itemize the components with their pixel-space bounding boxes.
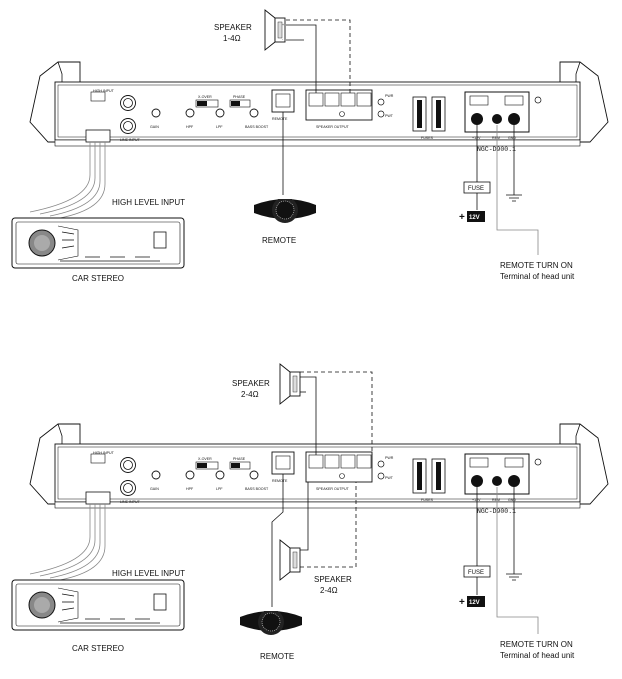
terminal-label: Terminal of head unit [500, 651, 575, 660]
bass-boost-label: BASS BOOST [245, 125, 269, 129]
voltage-label: 12V [469, 215, 480, 221]
remote-label: REMOTE [260, 652, 294, 661]
phase-label: PHASE [233, 95, 246, 99]
ground-icon [506, 573, 522, 581]
fuses-label: FUSES [421, 498, 434, 502]
model-label: NGC-D900.1 [477, 508, 516, 515]
rem-label: REM [492, 136, 500, 140]
speaker-impedance: 1-4Ω [223, 34, 241, 43]
amplifier-panel [29, 423, 609, 509]
remote-port-label: REMOTE [272, 479, 288, 483]
svg-text:-: - [282, 37, 284, 41]
gain-label: GAIN [150, 487, 159, 491]
line-input-label: LINE INPUT [120, 500, 141, 504]
car-stereo [11, 217, 185, 269]
car-stereo-label: CAR STEREO [72, 644, 124, 653]
battery-icon [467, 596, 485, 607]
remote-knob [239, 606, 303, 636]
remote-port-label: REMOTE [272, 117, 288, 121]
plus12v-label: +12V [472, 498, 481, 502]
speaker-2-impedance: 2-4Ω [320, 586, 338, 595]
line-input-label: LINE INPUT [120, 138, 141, 142]
speaker-output-label: SPEAKER OUTPUT [316, 125, 350, 129]
plus12v-label: +12V [472, 136, 481, 140]
battery-icon [467, 211, 485, 222]
pwr-label: PWR [385, 456, 394, 460]
speaker-output-label: SPEAKER OUTPUT [316, 487, 350, 491]
x-over-label: X-OVER [198, 457, 212, 461]
high-input-plug [85, 129, 111, 143]
high-level-input-label: HIGH LEVEL INPUT [112, 569, 185, 578]
car-stereo-label: CAR STEREO [72, 274, 124, 283]
gain-label: GAIN [150, 125, 159, 129]
speaker-label: SPEAKER [232, 379, 270, 388]
terminal-label: Terminal of head unit [500, 272, 575, 281]
svg-text:+: + [459, 597, 465, 608]
hpf-label: HPF [186, 487, 194, 491]
pwt-label: PWT [385, 114, 394, 118]
rem-label: REM [492, 498, 500, 502]
voltage-label: 12V [469, 600, 480, 606]
high-input-plug [85, 491, 111, 505]
svg-text:+: + [459, 212, 465, 223]
lpf-label: LPF [216, 487, 223, 491]
model-label: NGC-D900.1 [477, 146, 516, 153]
amplifier-panel [29, 61, 609, 147]
high-level-input-label: HIGH LEVEL INPUT [112, 198, 185, 207]
high-input-label: HIGH INPUT [93, 451, 115, 455]
pwt-label: PWT [385, 476, 394, 480]
gnd-label: GND [508, 136, 516, 140]
svg-text:+: + [282, 23, 284, 27]
ground-icon [506, 194, 522, 202]
hpf-label: HPF [186, 125, 194, 129]
remote-turn-on-label: REMOTE TURN ON [500, 261, 573, 270]
phase-label: PHASE [233, 457, 246, 461]
remote-label: REMOTE [262, 236, 296, 245]
speaker-icon [279, 363, 301, 405]
high-input-label: HIGH INPUT [93, 89, 115, 93]
speaker-2-icon [279, 539, 301, 581]
remote-knob [253, 194, 317, 224]
pwr-label: PWR [385, 94, 394, 98]
remote-turn-on-label: REMOTE TURN ON [500, 640, 573, 649]
diagram-2: HIGH INPUT LINE INPUT GAIN X-OVER HPF LP… [11, 363, 609, 661]
speaker-label: SPEAKER [214, 23, 252, 32]
gnd-label: GND [508, 498, 516, 502]
speaker-impedance: 2-4Ω [241, 390, 259, 399]
bass-boost-label: BASS BOOST [245, 487, 269, 491]
fuse-label: FUSE [468, 186, 484, 192]
car-stereo [11, 579, 185, 631]
diagram-1: HIGH INPUT LINE INPUT GAIN X-OVER HPF LP… [11, 9, 609, 283]
fuse-label: FUSE [468, 570, 484, 576]
x-over-label: X-OVER [198, 95, 212, 99]
fuses-label: FUSES [421, 136, 434, 140]
speaker-icon [264, 9, 286, 51]
lpf-label: LPF [216, 125, 223, 129]
speaker-2-label: SPEAKER [314, 575, 352, 584]
